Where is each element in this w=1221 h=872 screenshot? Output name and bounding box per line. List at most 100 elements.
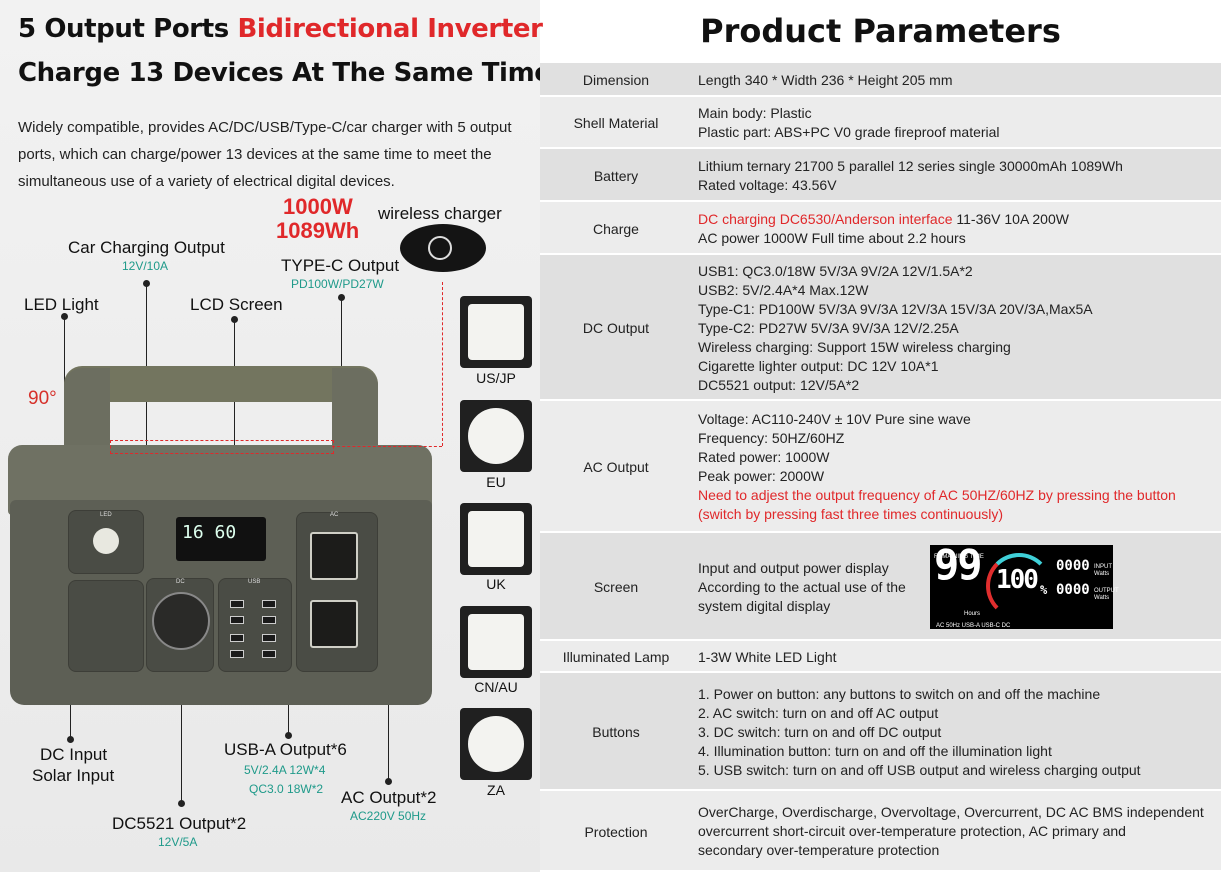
spec-value: system digital display (698, 597, 831, 614)
plug-eu-label: EU (486, 474, 506, 490)
product-illustration-panel: 5 Output Ports Bidirectional Inverter Ch… (0, 0, 552, 872)
usb-port (230, 616, 244, 624)
spec-value: DC5521 output: 12V/5A*2 (698, 376, 860, 393)
spec-row-lamp: Illuminated Lamp 1-3W White LED Light (540, 641, 1221, 673)
leader-dot (231, 316, 238, 323)
display-hours-num: 99 (934, 540, 983, 589)
spec-value-warning: Need to adjest the output frequency of A… (698, 487, 1176, 503)
spec-row-shell: Shell Material Main body: Plastic Plasti… (540, 97, 1221, 149)
spec-value: 1. Power on button: any buttons to switc… (698, 685, 1101, 702)
spec-key: AC Output (583, 459, 649, 475)
plug-eu (460, 400, 532, 472)
wireless-charging-icon (428, 236, 452, 260)
dc5521-spec: 12V/5A (158, 835, 198, 849)
spec-value: Voltage: AC110-240V ± 10V Pure sine wave (698, 411, 971, 427)
led-button (93, 528, 119, 554)
ac-socket (310, 532, 358, 580)
spec-key: Buttons (592, 724, 640, 740)
wireless-charger-label: wireless charger (378, 204, 502, 223)
typec-spec: PD100W/PD27W (291, 277, 384, 291)
leader-dot (61, 313, 68, 320)
spec-value: 1-3W White LED Light (698, 648, 837, 665)
spec-row-protection: Protection OverCharge, Overdischarge, Ov… (540, 791, 1221, 872)
spec-title: Product Parameters (700, 12, 1061, 50)
lcd-screen (176, 517, 266, 561)
lcd-readout: 16 60 (182, 522, 237, 543)
spec-value: Plastic part: ABS+PC V0 grade fireproof … (698, 124, 1000, 140)
spec-value: Type-C2: PD27W 5V/3A 9V/3A 12V/2.25A (698, 319, 959, 336)
display-watts: Watts (1094, 571, 1110, 577)
usb-port (262, 600, 276, 608)
dc5521-label: DC5521 Output*2 (112, 814, 247, 833)
device-handle-right (332, 368, 378, 458)
power-capacity: 1089Wh (276, 218, 360, 243)
plug-us-jp-label: US/JP (476, 370, 516, 386)
spec-key: Screen (593, 579, 639, 595)
usba-spec-1: 5V/2.4A 12W*4 (244, 763, 326, 777)
plug-uk (460, 503, 532, 575)
spec-value: Main body: Plastic (698, 105, 812, 121)
spec-row-battery: Battery Lithium ternary 21700 5 parallel… (540, 149, 1221, 202)
spec-value: 2. AC switch: turn on and off AC output (698, 704, 939, 721)
spec-value: According to the actual use of the (698, 578, 906, 595)
plug-za (460, 708, 532, 780)
spec-row-screen: Screen Input and output power display Ac… (540, 533, 1221, 641)
leader-dot (143, 280, 150, 287)
wireless-link-line (442, 282, 443, 446)
usb-port (230, 600, 244, 608)
leader-lcd (234, 318, 235, 518)
spec-value-red: DC charging DC6530/Anderson interface (698, 210, 953, 227)
display-bottom-labels: AC 50Hz USB-A USB-C DC (936, 623, 1011, 629)
spec-value: Lithium ternary 21700 5 parallel 12 seri… (698, 157, 1123, 174)
spec-row-dc-output: DC Output USB1: QC3.0/18W 5V/3A 9V/2A 12… (540, 255, 1221, 401)
display-input-num: 0000 (1056, 558, 1090, 574)
usba-spec-2: QC3.0 18W*2 (249, 782, 324, 796)
plug-za-label: ZA (487, 782, 505, 798)
usb-port (230, 634, 244, 642)
leader-dot (67, 736, 74, 743)
spec-value: DC charging DC6530/Anderson interface 11… (698, 210, 1221, 229)
wireless-link-line (332, 446, 442, 447)
spec-value: Length 340 * Width 236 * Height 205 mm (698, 71, 953, 88)
car-charging-spec: 12V/10A (122, 259, 169, 273)
usb-port (262, 650, 276, 658)
spec-value: OverCharge, Overdischarge, Overvoltage, … (698, 804, 1204, 820)
spec-key: Dimension (582, 72, 650, 88)
spec-value: secondary over-temperature protection (698, 842, 940, 858)
solar-input-label: Solar Input (32, 766, 115, 785)
usb-port (262, 616, 276, 624)
spec-key: Shell Material (573, 115, 659, 131)
leader-ac (388, 642, 389, 782)
headline-line-1: 5 Output Ports Bidirectional Inverter (18, 14, 543, 44)
dc-input-label: DC Input (40, 745, 108, 764)
plug-cn-au-label: CN/AU (474, 679, 518, 695)
headline-black: 5 Output Ports (18, 14, 229, 44)
led-panel-label: LED (100, 512, 112, 518)
display-screen-image: REMAINING TIME 99 Hours 100 % 0000 INPUT… (930, 540, 1119, 629)
spec-value-warning: (switch by pressing fast three times con… (698, 506, 1004, 522)
usb-panel-label: USB (248, 579, 261, 585)
spec-value: Input and output power display (698, 559, 889, 576)
usba-label: USB-A Output*6 (224, 740, 347, 759)
plug-us-jp (460, 296, 532, 368)
spec-value: Wireless charging: Support 15W wireless … (698, 338, 1011, 355)
usb-port (230, 650, 244, 658)
spec-value: USB1: QC3.0/18W 5V/3A 9V/2A 12V/1.5A*2 (698, 262, 973, 279)
ac-output-label: AC Output*2 (341, 788, 437, 807)
leader-dot (338, 294, 345, 301)
spec-value: overcurrent short-circuit over-temperatu… (698, 823, 1126, 839)
spec-value: Rated voltage: 43.56V (698, 176, 837, 193)
spec-value: 4. Illumination button: turn on and off … (698, 742, 1052, 759)
spec-row-dimension: Dimension Length 340 * Width 236 * Heigh… (540, 63, 1221, 97)
device-handle-left (64, 368, 110, 458)
spec-value-black: 11-36V 10A 200W (952, 210, 1069, 227)
spec-value: Cigarette lighter output: DC 12V 10A*1 (698, 357, 939, 374)
display-gauge-ring (986, 553, 1052, 619)
leader-dc5521 (181, 662, 182, 804)
dc-input-panel (68, 580, 144, 672)
display-output-num: 0000 (1056, 582, 1090, 598)
car-charging-label: Car Charging Output (68, 238, 225, 257)
spec-value: USB2: 5V/2.4A*4 Max.12W (698, 281, 869, 298)
cigarette-lighter-socket (152, 592, 210, 650)
display-watts: Watts (1094, 595, 1110, 601)
